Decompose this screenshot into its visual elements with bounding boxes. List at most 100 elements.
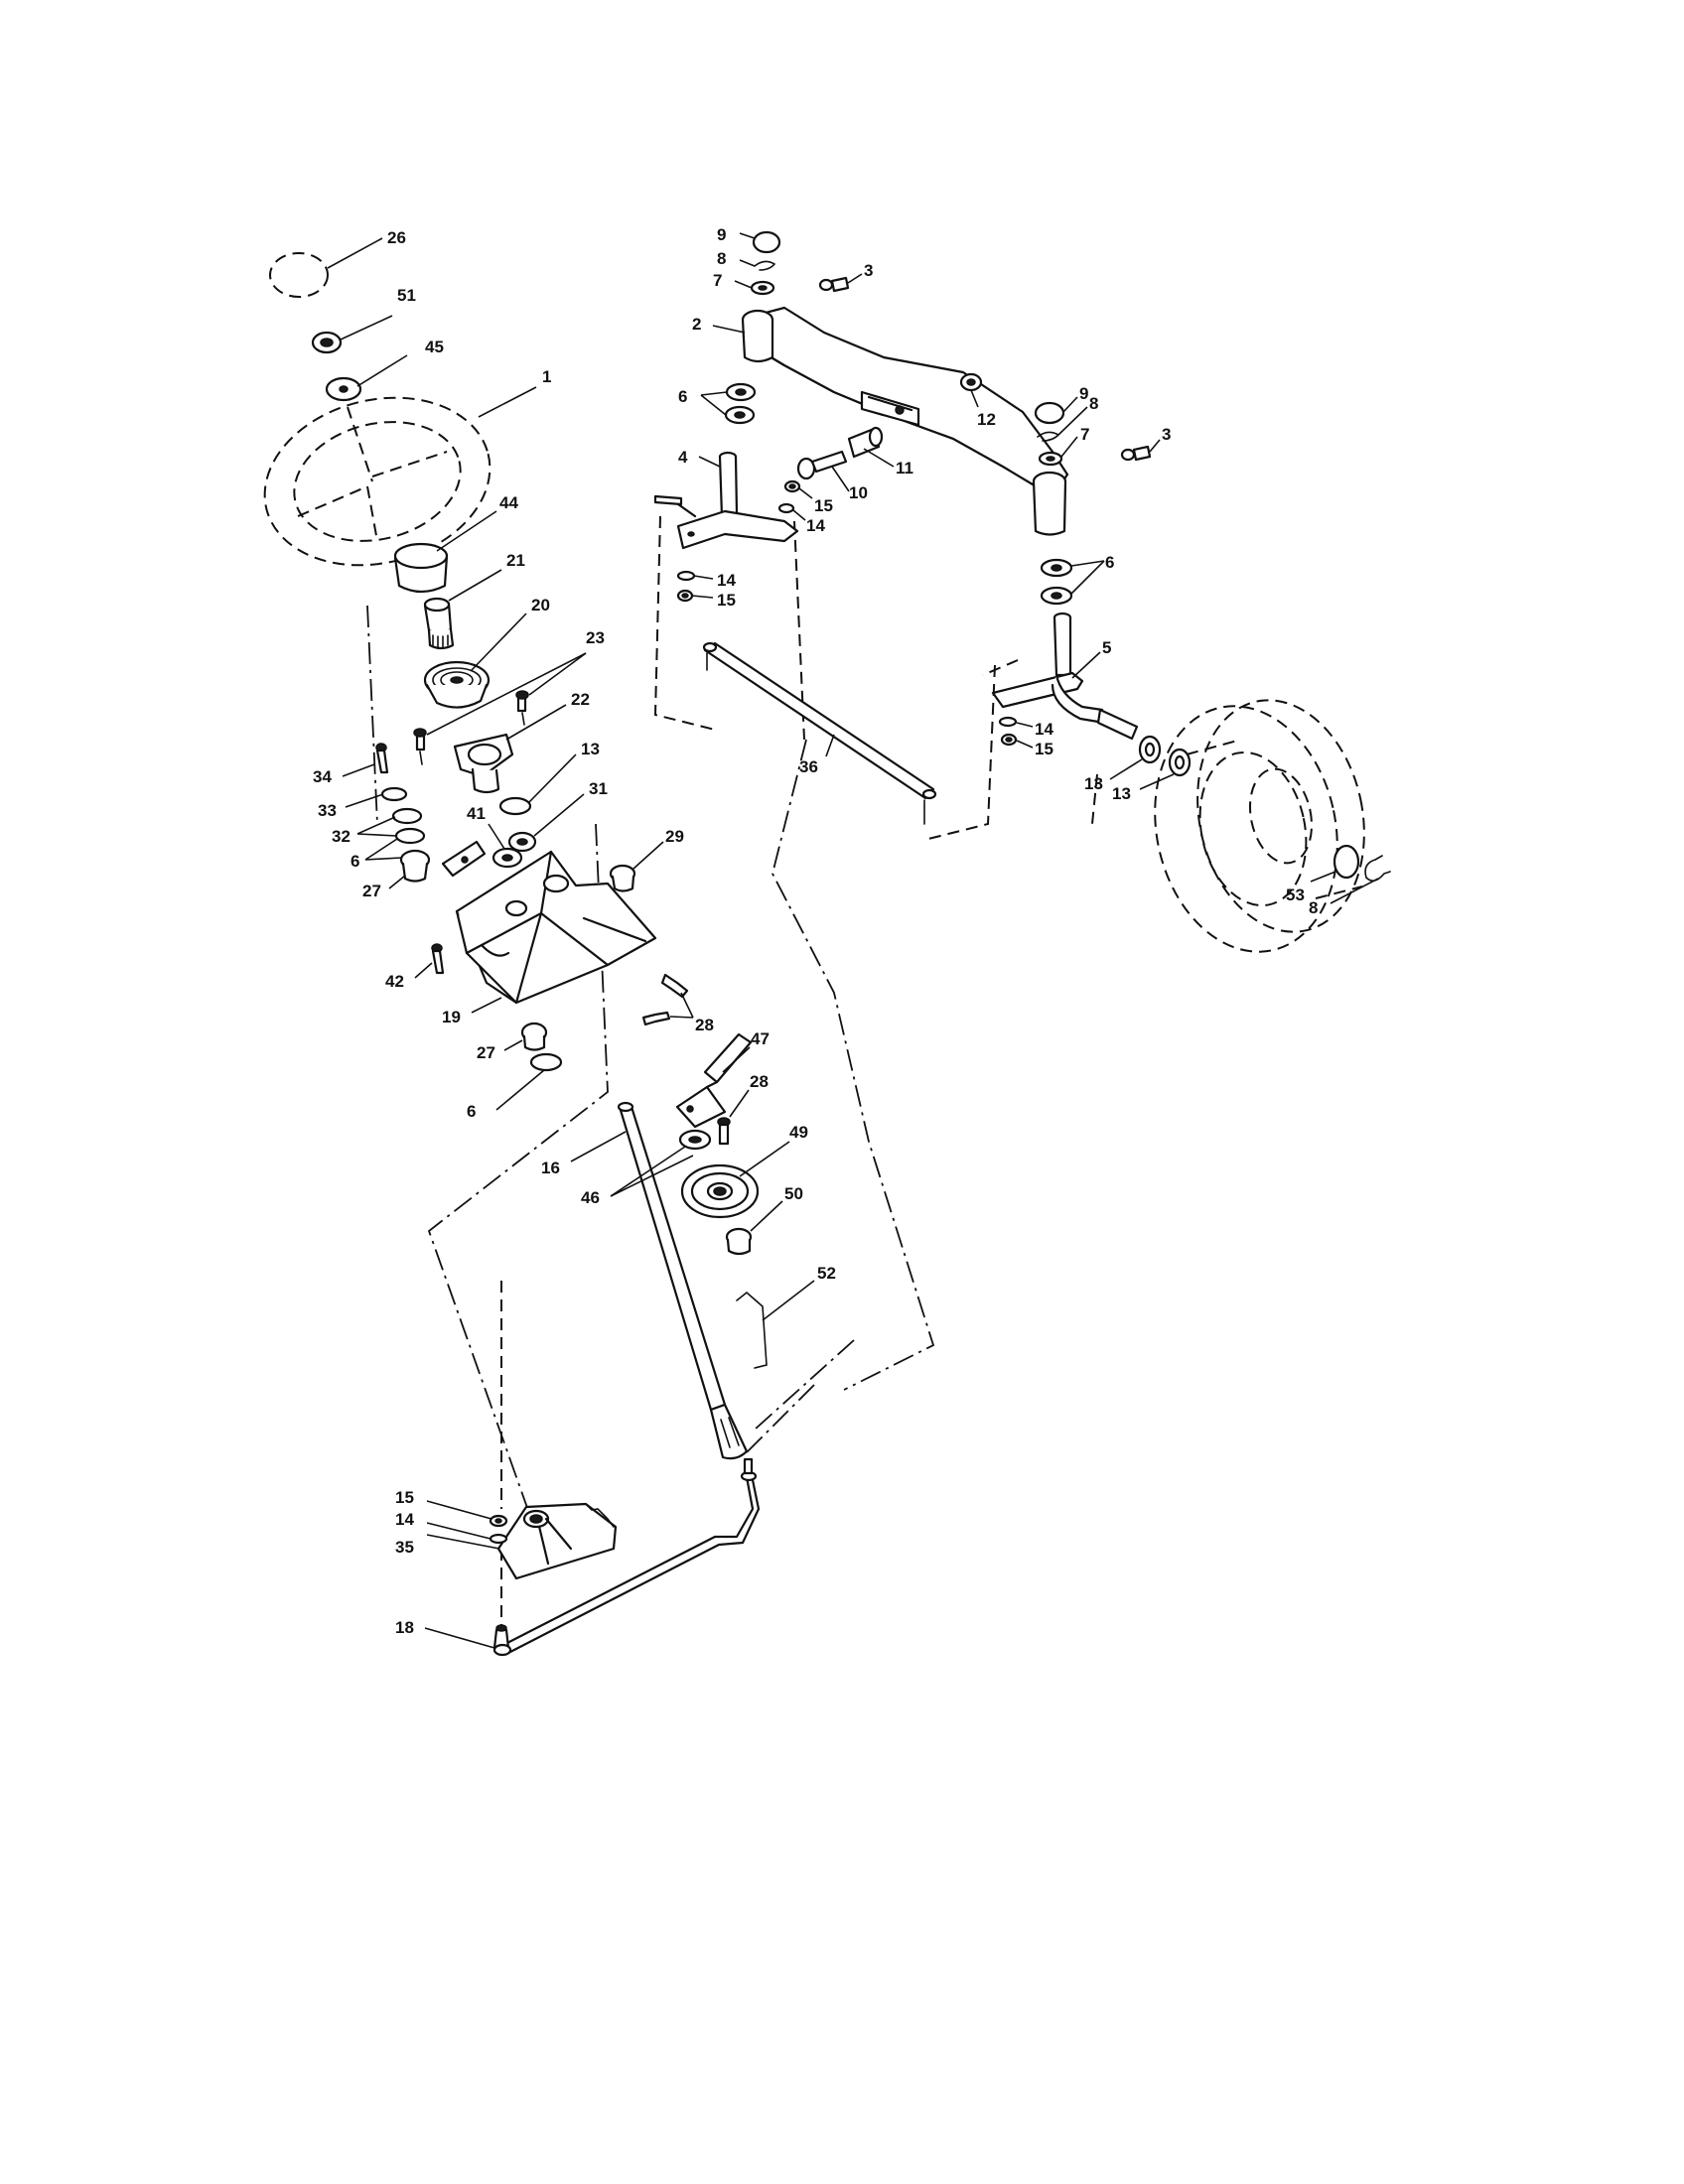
callout-8-left: 8 bbox=[717, 249, 726, 268]
callout-8-wheel: 8 bbox=[1309, 898, 1318, 917]
callout-28-bracket: 28 bbox=[695, 1016, 714, 1034]
callout-44: 44 bbox=[499, 493, 518, 512]
callout-50: 50 bbox=[784, 1184, 803, 1203]
callout-53: 53 bbox=[1286, 886, 1305, 904]
callout-26: 26 bbox=[387, 228, 406, 247]
callout-9-left: 9 bbox=[717, 225, 726, 244]
callout-13-left: 13 bbox=[581, 740, 600, 758]
nut-12 bbox=[959, 372, 983, 392]
callout-21: 21 bbox=[506, 551, 525, 570]
bushings-46 bbox=[678, 1129, 712, 1151]
callout-14-left-spindle: 14 bbox=[717, 571, 736, 590]
callout-42: 42 bbox=[385, 972, 404, 991]
bolts-28-bracket bbox=[641, 973, 689, 1026]
spring-clip bbox=[736, 1291, 768, 1369]
callout-31: 31 bbox=[589, 779, 608, 798]
callout-14-lower: 14 bbox=[395, 1510, 414, 1529]
callout-12: 12 bbox=[977, 410, 996, 429]
column-bushing bbox=[393, 542, 449, 594]
nut-50 bbox=[725, 1227, 753, 1256]
callout-52: 52 bbox=[817, 1264, 836, 1283]
steering-shaft bbox=[617, 1101, 749, 1460]
flange-bearing bbox=[453, 733, 514, 794]
callout-41: 41 bbox=[467, 804, 486, 823]
callout-49: 49 bbox=[789, 1123, 808, 1142]
pivot-bolt bbox=[796, 450, 848, 480]
right-spindle bbox=[991, 612, 1139, 741]
callout-20: 20 bbox=[531, 596, 550, 614]
callout-3-right: 3 bbox=[1162, 425, 1171, 444]
callout-14-right: 14 bbox=[1035, 720, 1053, 739]
callout-51: 51 bbox=[397, 286, 416, 305]
washer-13-left bbox=[498, 796, 532, 816]
callout-36: 36 bbox=[799, 757, 818, 776]
steering-wheel bbox=[263, 396, 491, 567]
callout-2: 2 bbox=[692, 315, 701, 334]
wheel-washer bbox=[1333, 844, 1360, 880]
nut-15-left-spindle bbox=[676, 589, 694, 603]
callout-27-lower: 27 bbox=[477, 1043, 495, 1062]
callout-23: 23 bbox=[586, 628, 605, 647]
callout-13-right-a: 13 bbox=[1084, 774, 1103, 793]
callout-18: 18 bbox=[395, 1618, 414, 1637]
callout-6-right-spindle: 6 bbox=[1105, 553, 1114, 572]
tie-rod bbox=[702, 641, 937, 825]
callout-32: 32 bbox=[332, 827, 351, 846]
bearings-6-right-spindle bbox=[1040, 558, 1073, 606]
front-wheel bbox=[1154, 699, 1365, 953]
nut-15-right bbox=[1000, 733, 1018, 747]
grease-fitting-right bbox=[1120, 445, 1152, 462]
steering-washer bbox=[325, 376, 362, 402]
callout-35: 35 bbox=[395, 1538, 414, 1557]
washer-33 bbox=[380, 786, 408, 802]
cap-9-right bbox=[1034, 401, 1065, 425]
axle-beam bbox=[741, 306, 1069, 536]
callout-6-upper-left: 6 bbox=[351, 852, 359, 871]
callout-15-left-spindle: 15 bbox=[717, 591, 736, 610]
bolt-28-idler bbox=[717, 1117, 731, 1146]
callout-13-right-b: 13 bbox=[1112, 784, 1131, 803]
bearings-32 bbox=[391, 807, 426, 845]
idler-pulley bbox=[680, 1163, 760, 1219]
callout-19: 19 bbox=[442, 1008, 461, 1026]
washer-14-lower bbox=[489, 1533, 508, 1545]
nut-29 bbox=[609, 864, 636, 892]
callout-4: 4 bbox=[678, 448, 688, 467]
bearings-6-left-spindle bbox=[724, 382, 757, 425]
phantom-lines bbox=[366, 515, 1098, 1648]
bushing-41 bbox=[491, 847, 523, 869]
grease-fitting-left bbox=[818, 276, 850, 293]
callout-34: 34 bbox=[313, 767, 332, 786]
cap-9-left bbox=[752, 230, 781, 254]
spline-adapter bbox=[423, 597, 455, 650]
callout-6-lower: 6 bbox=[467, 1102, 476, 1121]
nut-15-lower bbox=[489, 1514, 508, 1528]
callout-29: 29 bbox=[665, 827, 684, 846]
washer-14-right bbox=[998, 716, 1018, 728]
callout-5: 5 bbox=[1102, 638, 1111, 657]
callout-28-idler: 28 bbox=[750, 1072, 769, 1091]
pivot-bushing bbox=[847, 426, 884, 459]
callout-15-lower: 15 bbox=[395, 1488, 414, 1507]
callout-45: 45 bbox=[425, 338, 444, 356]
callout-22: 22 bbox=[571, 690, 590, 709]
callout-6-left-spindle: 6 bbox=[678, 387, 687, 406]
bearing-6-upper-left bbox=[399, 849, 431, 883]
steering-cap bbox=[269, 252, 329, 298]
callout-9-right: 9 bbox=[1079, 384, 1088, 403]
front-axle-group bbox=[653, 230, 1391, 953]
callout-3-left: 3 bbox=[864, 261, 873, 280]
bolt-42 bbox=[431, 943, 445, 975]
bolt-34 bbox=[375, 743, 389, 774]
callout-7-left: 7 bbox=[713, 271, 722, 290]
callout-7-right: 7 bbox=[1080, 425, 1089, 444]
idler-arm-bracket bbox=[675, 1032, 753, 1129]
callout-47: 47 bbox=[751, 1029, 770, 1048]
steering-column-group bbox=[263, 252, 768, 1657]
washer-14-left-spindle bbox=[676, 570, 696, 582]
steering-bracket bbox=[441, 840, 657, 1005]
callout-11: 11 bbox=[896, 459, 913, 478]
mount-bolts bbox=[413, 690, 529, 765]
bearing-6-lower bbox=[529, 1052, 563, 1072]
callout-8-right: 8 bbox=[1089, 394, 1098, 413]
